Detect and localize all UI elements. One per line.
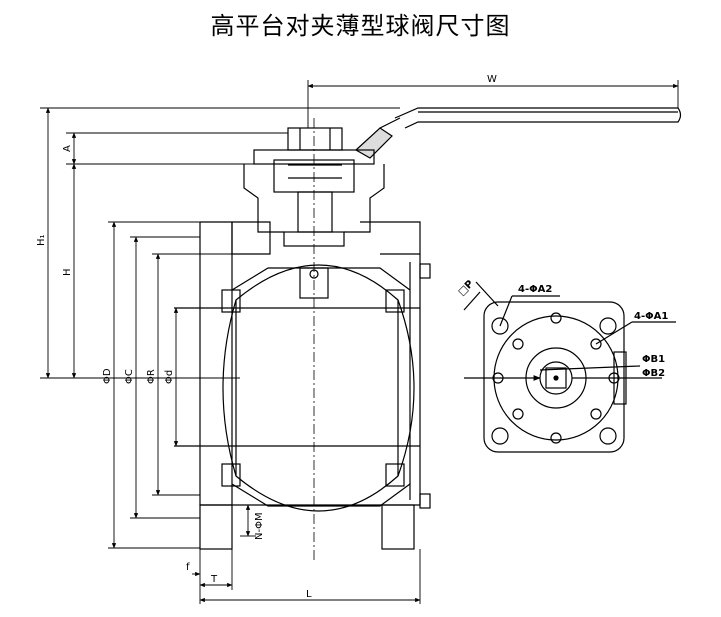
label-C: ΦC	[124, 369, 135, 384]
label-R: ΦR	[146, 369, 157, 384]
label-NM: N-ΦM	[254, 512, 265, 540]
label-P: □P	[456, 278, 476, 298]
dimension-lines	[40, 80, 679, 604]
label-D: ΦD	[102, 368, 113, 384]
label-L: L	[306, 589, 312, 600]
handle	[354, 107, 682, 159]
label-B2: ΦB2	[642, 368, 665, 379]
label-W: W	[487, 74, 497, 85]
label-A: A	[62, 145, 73, 152]
label-H: H	[62, 268, 73, 276]
label-d: Φd	[164, 370, 175, 384]
label-A1: 4-ΦA1	[634, 311, 668, 322]
stem-top	[243, 127, 385, 247]
page-title: 高平台对夹薄型球阀尺寸图	[210, 12, 511, 40]
label-T: T	[210, 574, 218, 585]
label-B1: ΦB1	[642, 354, 665, 365]
label-f: f	[186, 562, 190, 573]
valve-body	[174, 221, 431, 550]
mounting-pad-view	[463, 281, 676, 453]
label-H1: H₁	[36, 234, 47, 246]
label-A2: 4-ΦA2	[518, 284, 552, 295]
